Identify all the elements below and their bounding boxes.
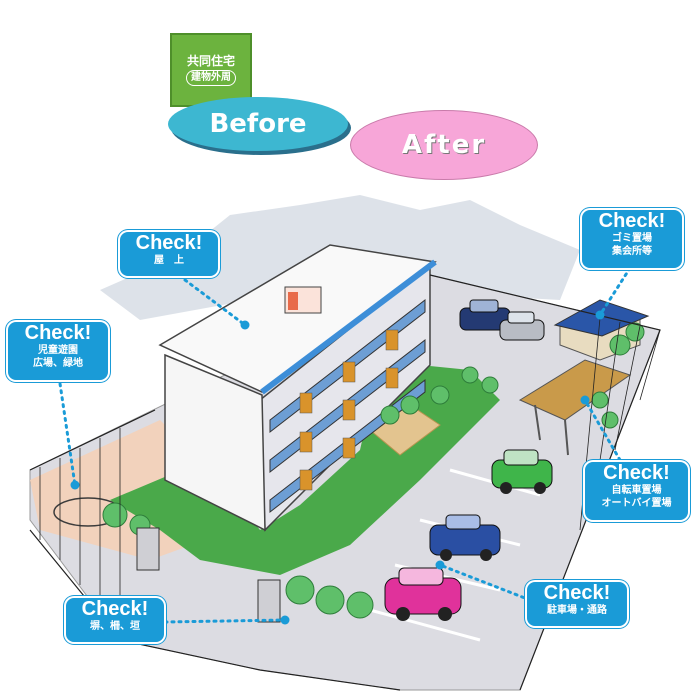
callout-parking-check: Check! xyxy=(543,582,611,604)
callout-leaders xyxy=(56,266,632,624)
roof-tank-door xyxy=(288,292,298,310)
callout-playground-label-2: 広場、緑地 xyxy=(33,358,83,369)
gate-pillars xyxy=(136,527,281,623)
callout-fence-label: 塀、柵、垣 xyxy=(90,621,140,632)
roof-edge xyxy=(260,259,437,395)
callout-dots xyxy=(70,310,605,625)
callout-fence[interactable]: Check! 塀、柵、垣 xyxy=(66,598,164,642)
callout-playground-label-1: 児童遊園 xyxy=(38,345,78,356)
badge-title: 共同住宅 xyxy=(186,53,235,68)
callout-parking-label: 駐車場・通路 xyxy=(547,605,607,616)
car-navy xyxy=(459,299,511,331)
building-front-wall xyxy=(164,353,266,532)
callout-bicycle-label-2: オートバイ置場 xyxy=(601,498,672,509)
callout-trash-label-2: 集会所等 xyxy=(612,246,652,257)
bicycle-shelter-post xyxy=(534,404,541,441)
callout-trash[interactable]: Check! ゴミ置場 集会所等 xyxy=(582,210,682,268)
badge-subtitle: 建物外周 xyxy=(186,69,236,86)
callout-playground[interactable]: Check! 児童遊園 広場、緑地 xyxy=(8,322,108,380)
callout-trash-check: Check! xyxy=(598,210,666,232)
callout-fence-check: Check! xyxy=(81,598,149,620)
callout-rooftop[interactable]: Check! 屋 上 xyxy=(120,232,218,276)
unit-doors xyxy=(299,329,399,491)
callout-rooftop-label: 屋 上 xyxy=(154,255,184,266)
callout-bicycle[interactable]: Check! 自転車置場 オートバイ置場 xyxy=(585,462,688,520)
car-pink xyxy=(384,567,462,621)
after-tab[interactable]: After xyxy=(350,110,538,180)
fence-pickets xyxy=(39,317,661,635)
callout-bicycle-check: Check! xyxy=(603,462,670,484)
category-badge: 共同住宅 建物外周 xyxy=(170,33,252,107)
callout-trash-label-1: ゴミ置場 xyxy=(612,233,652,244)
car-gray xyxy=(499,311,545,341)
bicycle-shelter-post xyxy=(564,419,569,456)
car-blue xyxy=(429,514,501,561)
callout-parking[interactable]: Check! 駐車場・通路 xyxy=(527,582,627,626)
callout-playground-check: Check! xyxy=(24,322,92,344)
callout-rooftop-check: Check! xyxy=(135,232,203,254)
car-green xyxy=(491,449,553,494)
before-tab[interactable]: Before xyxy=(168,97,348,151)
callout-bicycle-label-1: 自転車置場 xyxy=(611,485,662,496)
